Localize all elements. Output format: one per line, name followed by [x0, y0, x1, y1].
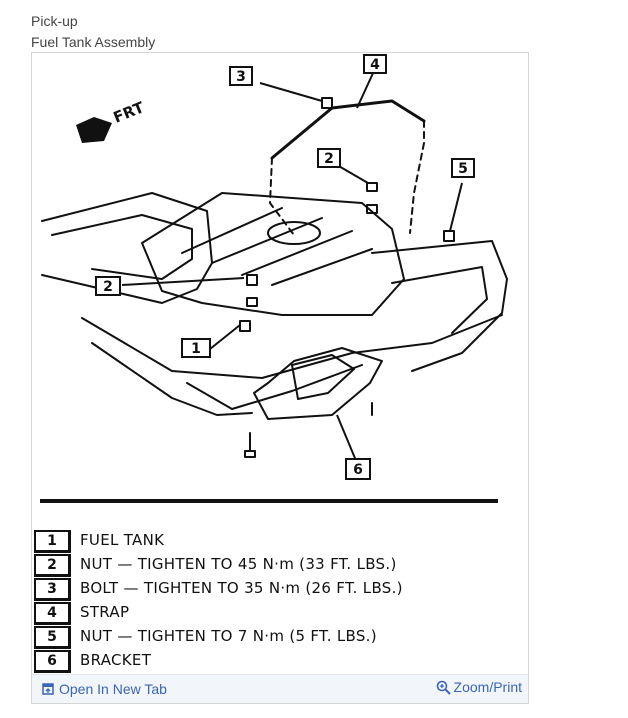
zoom-print-label: Zoom/Print [453, 679, 522, 695]
bracket-inner [291, 354, 355, 400]
frame-rail-lower [81, 314, 503, 379]
strap-shape [270, 99, 426, 160]
leader-3 [259, 82, 323, 102]
leader-2-top [336, 164, 369, 184]
legend-text: NUT — TIGHTEN TO 45 N·m (33 FT. LBS.) [80, 555, 397, 573]
bolt-bottom [244, 402, 373, 458]
legend-text: STRAP [80, 603, 130, 621]
bracket-shape [253, 347, 383, 420]
legend-number: 4 [34, 602, 71, 625]
callout-2-top: 2 [324, 151, 334, 167]
leader-6 [336, 414, 358, 464]
tank-sender [267, 221, 321, 245]
legend-number: 3 [34, 578, 71, 601]
direction-label: FRT [111, 98, 148, 127]
diagram-frame: FRT 3 4 2 5 2 1 6 1 FUEL TANK 2 NUT — [31, 52, 529, 704]
frame-rear-inner [391, 266, 488, 334]
open-in-new-tab-link[interactable]: Open In New Tab [42, 681, 167, 697]
open-new-tab-icon [42, 683, 54, 695]
legend-text: BOLT — TIGHTEN TO 35 N·m (26 FT. LBS.) [80, 579, 403, 597]
legend-text: NUT — TIGHTEN TO 7 N·m (5 FT. LBS.) [80, 627, 377, 645]
fuel-tank-diagram: FRT 3 4 2 5 2 1 6 [40, 54, 508, 503]
legend-number: 5 [34, 626, 71, 649]
leader-4 [356, 70, 375, 109]
leader-2-left [121, 277, 245, 286]
leader-5 [449, 182, 463, 232]
tank-ridges [181, 207, 373, 286]
frame-rear [371, 240, 508, 372]
strap-dash [409, 120, 425, 234]
nut-marks [239, 97, 455, 332]
legend-number: 1 [34, 530, 71, 553]
front-arrow-icon [76, 117, 112, 143]
legend-number: 6 [34, 650, 71, 673]
callout-6: 6 [353, 462, 363, 478]
zoom-print-link[interactable]: Zoom/Print [436, 679, 522, 695]
callout-5: 5 [458, 161, 468, 177]
legend-text: FUEL TANK [80, 531, 165, 549]
page-title: Fuel Tank Assembly [31, 34, 156, 50]
image-toolbar: Open In New Tab Zoom/Print [32, 674, 528, 703]
separator-rule [40, 499, 498, 503]
callout-1: 1 [191, 341, 201, 357]
callout-2-left: 2 [103, 279, 113, 295]
zoom-icon [436, 680, 451, 695]
leader-1 [209, 324, 241, 350]
strap-lower [269, 157, 295, 236]
legend-number: 2 [34, 554, 71, 577]
open-in-new-tab-label: Open In New Tab [59, 681, 167, 697]
frame-rail-lower-2 [91, 342, 253, 416]
page-subtitle: Pick-up [31, 13, 78, 29]
callout-3: 3 [236, 69, 246, 85]
frame-rail-lower-3 [186, 364, 363, 410]
frame-rail-left [41, 192, 213, 304]
legend-text: BRACKET [80, 651, 152, 669]
tank-body [141, 192, 405, 316]
frame-rail-left-inner [51, 214, 193, 280]
callout-4: 4 [370, 57, 380, 73]
